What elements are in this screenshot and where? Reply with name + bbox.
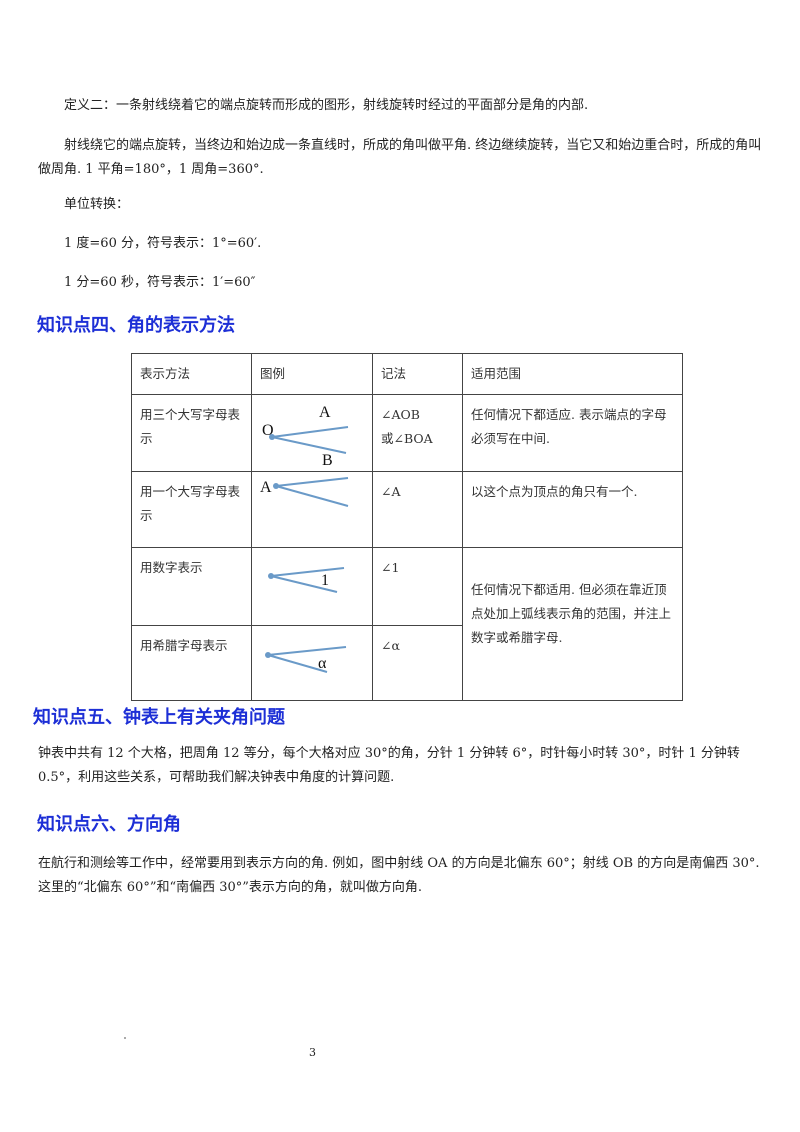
row2-notation: ∠A [372, 471, 463, 548]
vertex [265, 652, 271, 658]
table-row: 用一个大写字母表示 A ∠A 以这个点为顶点的角只有一个. [131, 471, 683, 548]
angle-notation-table: 表示方法 图例 记法 适用范围 用三个大写字母表示 A O B ∠AOB 或∠B… [131, 353, 683, 701]
small-mark [124, 1037, 126, 1039]
row1-notation: ∠AOB 或∠BOA [372, 394, 463, 472]
row1-figure: A O B [251, 394, 373, 472]
page-number: 3 [309, 1046, 316, 1059]
vertex-a [273, 483, 279, 489]
row1-method: 用三个大写字母表示 [131, 394, 252, 472]
row1-scope: 任何情况下都适应. 表示端点的字母必须写在中间. [462, 394, 683, 472]
label-b: B [322, 452, 333, 469]
angle-alpha-figure: α [265, 646, 347, 673]
header-figure: 图例 [251, 353, 373, 395]
header-notation: 记法 [372, 353, 463, 395]
row3-method: 用数字表示 [131, 547, 252, 626]
notation-boa: 或∠BOA [381, 431, 433, 446]
label-o: O [262, 422, 274, 439]
table-header-row: 表示方法 图例 记法 适用范围 [131, 353, 683, 395]
vertex-o [269, 434, 275, 440]
header-scope: 适用范围 [462, 353, 683, 395]
ray-oa [271, 426, 349, 438]
rotation-paragraph: 射线绕它的端点旋转，当终边和始边成一条直线时，所成的角叫做平角. 终边继续旋转，… [38, 138, 762, 177]
angle-1-figure: 1 [268, 567, 345, 593]
ray-ob [271, 436, 347, 454]
row4-method: 用希腊字母表示 [131, 625, 252, 701]
minute-conversion-line: 1 分=60 秒，符号表示：1′=60″ [64, 275, 256, 290]
angle-a-figure: A [260, 477, 349, 507]
table-row: 用希腊字母表示 α ∠α [131, 625, 683, 701]
section-6-heading: 知识点六、方向角 [37, 814, 181, 835]
ray-lower [275, 485, 349, 507]
table-row: 用三个大写字母表示 A O B ∠AOB 或∠BOA 任何情况下都适应. 表示端… [131, 394, 683, 472]
ray-upper [267, 646, 347, 656]
row4-notation: ∠α [372, 625, 463, 701]
ray-upper [275, 477, 349, 487]
row2-scope: 以这个点为顶点的角只有一个. [462, 471, 683, 548]
clock-paragraph: 钟表中共有 12 个大格，把周角 12 等分，每个大格对应 30°的角，分针 1… [38, 746, 740, 785]
vertex [268, 573, 274, 579]
label-a: A [260, 479, 272, 496]
definition-two-paragraph: 定义二：一条射线绕着它的端点旋转而形成的图形，射线旋转时经过的平面部分是角的内部… [64, 98, 589, 113]
degree-conversion-line: 1 度=60 分，符号表示：1°=60′. [64, 236, 262, 251]
ray-lower [270, 575, 338, 593]
row3-figure: 1 [251, 547, 373, 626]
header-method: 表示方法 [131, 353, 252, 395]
table-row: 用数字表示 1 ∠1 任何情况下都适用. 但必须在靠近顶点处加上弧线表示角的范围… [131, 547, 683, 701]
row2-method: 用一个大写字母表示 [131, 471, 252, 548]
ray-lower [267, 654, 328, 673]
section-4-heading: 知识点四、角的表示方法 [37, 315, 235, 336]
row3-notation: ∠1 [372, 547, 463, 626]
unit-conversion-title: 单位转换： [64, 197, 130, 212]
angle-aob-figure: A O B [262, 404, 349, 469]
label-a: A [319, 404, 331, 421]
direction-paragraph: 在航行和测绘等工作中，经常要用到表示方向的角. 例如，图中射线 OA 的方向是北… [38, 856, 760, 895]
notation-aob: ∠AOB [381, 407, 420, 422]
row2-figure: A [251, 471, 373, 548]
merged-scope: 任何情况下都适用. 但必须在靠近顶点处加上弧线表示角的范围，并注上数字或希腊字母… [462, 547, 683, 701]
ray-upper [270, 567, 345, 577]
row4-figure: α [251, 625, 373, 701]
label-1: 1 [321, 572, 329, 589]
label-alpha: α [318, 655, 327, 672]
section-5-heading: 知识点五、钟表上有关夹角问题 [33, 707, 285, 728]
